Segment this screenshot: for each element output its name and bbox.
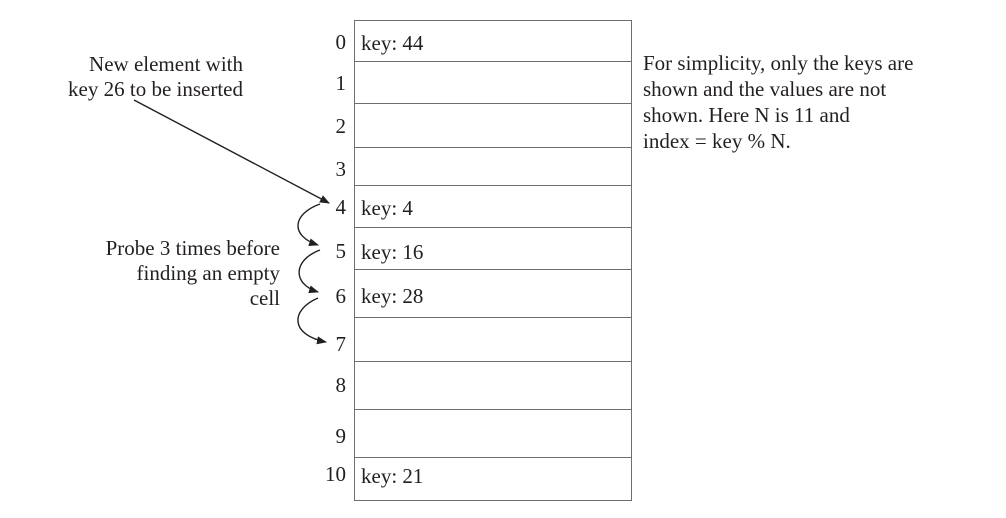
probe-note-line-2: finding an empty (136, 261, 280, 285)
info-note-line-2: shown and the values are not (643, 77, 887, 101)
table-slot-0: key: 44 (355, 21, 631, 61)
slot-key-4: key: 4 (361, 196, 413, 220)
info-note-line-1: For simplicity, only the keys are (643, 51, 914, 75)
slot-index-6: 6 (335, 284, 347, 308)
probe-note-line-1: Probe 3 times before (105, 236, 280, 260)
table-slot-9 (355, 409, 631, 457)
slot-key-10: key: 21 (361, 464, 424, 488)
slot-index-10: 10 (325, 462, 346, 486)
slot-key-0: key: 44 (361, 31, 424, 55)
table-slot-2 (355, 103, 631, 147)
table-slot-4: key: 4 (355, 185, 631, 227)
slot-key-6: key: 28 (361, 284, 424, 308)
insert-arrow (133, 99, 330, 204)
insert-note: New element with key 26 to be inserted (0, 52, 243, 102)
table-slot-10: key: 21 (355, 457, 631, 501)
probe-note: Probe 3 times before finding an empty ce… (20, 236, 280, 311)
table-slot-5: key: 16 (355, 227, 631, 269)
hash-table: key: 44 key: 4 key: 16 key: 28 key: 21 (354, 20, 632, 501)
slot-index-3: 3 (335, 157, 347, 181)
insert-note-line-1: New element with (89, 52, 243, 76)
slot-index-8: 8 (335, 373, 347, 397)
slot-index-0: 0 (335, 30, 347, 54)
info-note-line-3: shown. Here N is 11 and (643, 103, 850, 127)
slot-index-5: 5 (335, 239, 347, 263)
table-slot-1 (355, 61, 631, 103)
slot-index-4: 4 (335, 195, 347, 219)
probe-note-line-3: cell (249, 286, 280, 310)
slot-index-1: 1 (335, 71, 347, 95)
slot-index-7: 7 (335, 332, 347, 356)
insert-note-line-2: key 26 to be inserted (68, 77, 243, 101)
slot-index-2: 2 (335, 114, 347, 138)
table-slot-8 (355, 361, 631, 409)
slot-index-9: 9 (335, 424, 347, 448)
table-slot-6: key: 28 (355, 269, 631, 317)
info-note: For simplicity, only the keys are shown … (643, 50, 913, 154)
slot-key-5: key: 16 (361, 240, 424, 264)
info-note-line-4: index = key % N. (643, 129, 791, 153)
table-slot-7 (355, 317, 631, 361)
table-slot-3 (355, 147, 631, 185)
